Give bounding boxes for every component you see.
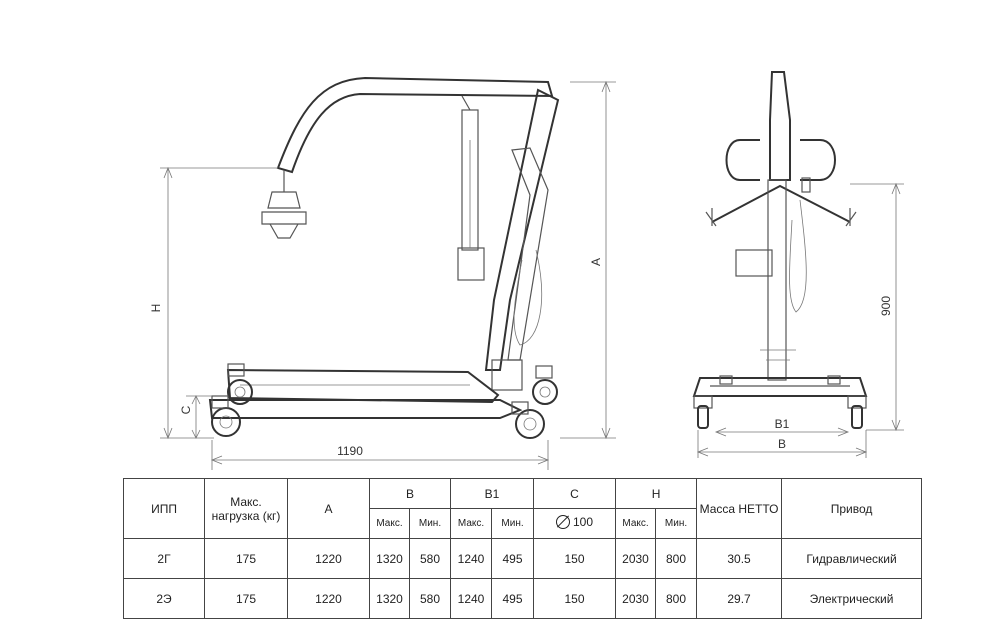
dimension-b: B [696, 430, 868, 458]
cell-b1-min: 495 [491, 538, 535, 579]
header-b: B [368, 478, 452, 509]
header-ipp: ИПП [123, 478, 205, 539]
side-view: A H C 1190 [149, 76, 616, 470]
dim-label-b1: B1 [775, 417, 790, 431]
spec-table: ИПП Макс. нагрузка (кг) A B B1 C H Масса… [123, 478, 923, 619]
cell-b-max: 1320 [369, 578, 410, 619]
diameter-icon [556, 515, 570, 529]
sling-hanger [261, 170, 307, 239]
header-mass: Масса НЕТТО [696, 478, 783, 539]
control-box [735, 249, 773, 277]
boom-arm [276, 76, 554, 174]
cell-c: 150 [533, 538, 617, 579]
dimension-width: 1190 [210, 440, 550, 470]
cell-b1-min: 495 [491, 578, 535, 619]
cell-drive: Гидравлический [781, 538, 923, 579]
header-drive: Привод [781, 478, 923, 539]
dimension-b1: B1 [714, 417, 850, 437]
push-handle [725, 139, 836, 181]
cell-ipp: 2Э [123, 578, 205, 619]
dimension-c: C [179, 395, 212, 439]
dim-label-b: B [778, 437, 786, 451]
table-row: 2Г 175 1220 1320 580 1240 495 150 2030 8… [123, 538, 923, 579]
lift-actuator [457, 95, 485, 281]
cell-h-max: 2030 [615, 538, 657, 579]
mast [484, 88, 560, 391]
header-max-load: Макс. нагрузка (кг) [204, 478, 288, 539]
dimension-front-height: 900 [850, 182, 904, 432]
dim-label-c: C [179, 405, 193, 414]
header-row: ИПП Макс. нагрузка (кг) A B B1 C H Масса… [123, 478, 923, 539]
table-row: 2Э 175 1220 1320 580 1240 495 150 2030 8… [123, 578, 923, 619]
cell-h-min: 800 [655, 578, 698, 619]
dimension-a: A [560, 80, 616, 440]
cell-load: 175 [204, 538, 288, 579]
sub-b-max: Макс. [369, 508, 410, 539]
sub-b-min: Мин. [408, 508, 452, 539]
cell-a: 1220 [287, 578, 370, 619]
cell-b-max: 1320 [369, 538, 410, 579]
cell-mass: 30.5 [696, 538, 783, 579]
header-b1: B1 [450, 478, 535, 509]
cell-h-min: 800 [655, 538, 698, 579]
cell-b1-max: 1240 [450, 538, 493, 579]
cell-a: 1220 [287, 538, 370, 579]
front-mast-top [769, 71, 791, 181]
base-legs [208, 368, 523, 419]
cell-h-max: 2030 [615, 578, 657, 619]
cell-ipp: 2Г [123, 538, 205, 579]
dim-label-900: 900 [879, 296, 893, 316]
dim-label-h: H [149, 304, 163, 313]
sub-b1-min: Мин. [491, 508, 535, 539]
dimension-h: H [149, 166, 278, 440]
sub-b1-max: Макс. [450, 508, 493, 539]
sling-bar [711, 184, 851, 223]
cell-drive: Электрический [781, 578, 923, 619]
sub-h-min: Мин. [655, 508, 698, 539]
sub-c-value: 100 [573, 515, 594, 529]
header-c: C [533, 478, 617, 509]
cell-b-min: 580 [408, 578, 452, 619]
casters [211, 363, 558, 439]
front-casters [693, 375, 867, 429]
header-a: A [287, 478, 370, 539]
cell-c: 150 [533, 578, 617, 619]
technical-drawing: A H C 1190 [149, 71, 904, 470]
subheader-row: Макс. Мин. Макс. Мин. 100 Макс. Мин. [124, 508, 922, 539]
cell-mass: 29.7 [696, 578, 783, 619]
cell-b1-max: 1240 [450, 578, 493, 619]
cell-load: 175 [204, 578, 288, 619]
sub-c-diameter: 100 [533, 508, 617, 539]
dim-label-a: A [589, 258, 603, 266]
front-column [767, 179, 787, 381]
sub-h-max: Макс. [615, 508, 657, 539]
cell-b-min: 580 [408, 538, 452, 579]
dim-label-width: 1190 [337, 444, 363, 458]
front-view: 900 B1 B [692, 71, 904, 458]
header-h: H [615, 478, 698, 509]
